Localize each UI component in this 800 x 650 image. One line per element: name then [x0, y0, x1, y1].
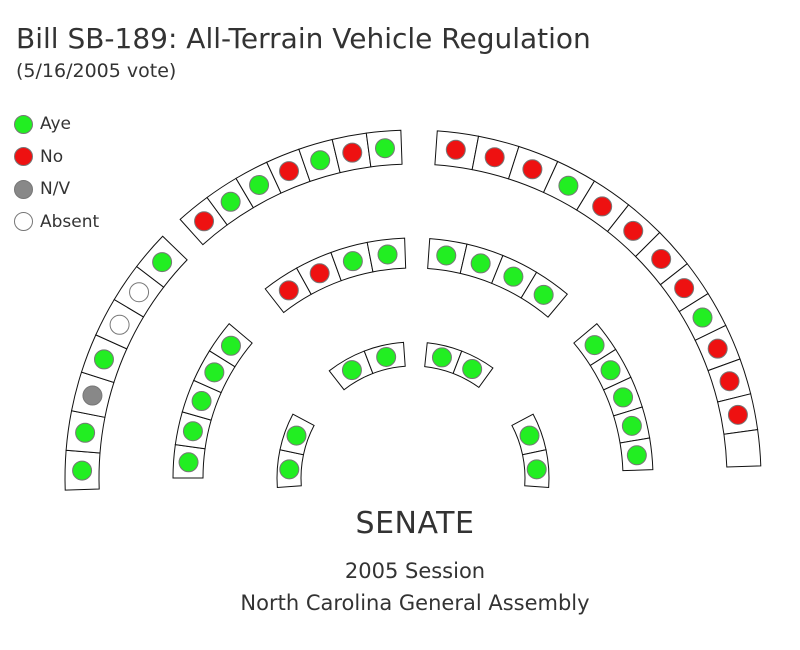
legend-label: Absent — [40, 211, 100, 232]
seat-vote-no — [445, 139, 466, 160]
seat-vote-aye — [584, 335, 605, 356]
seat-vote-no — [719, 371, 740, 392]
seat-vote-no — [623, 220, 644, 241]
seat-vote-aye — [310, 150, 331, 171]
seat-vote-aye — [377, 244, 398, 265]
session-label: 2005 Session — [344, 559, 486, 583]
seat-vote-aye — [436, 245, 457, 266]
seat-vote-aye — [533, 284, 554, 305]
seat-vote-no — [707, 338, 728, 359]
seat-vote-no — [674, 278, 695, 299]
seat-vote-aye — [342, 251, 363, 272]
seat-section-upper-right-inner — [424, 342, 494, 389]
legend-swatch-nv — [14, 179, 33, 199]
seat-vote-no — [522, 159, 543, 180]
assembly-label: North Carolina General Assembly — [240, 591, 590, 615]
legend-label: No — [40, 146, 64, 167]
seat-section-upper-left-middle — [264, 237, 407, 314]
seat-vote-aye — [286, 425, 307, 446]
seat-vote-aye — [75, 422, 96, 443]
seat-vote-aye — [621, 415, 642, 436]
seat-section-upper-left-outer — [179, 129, 403, 246]
chart-subtitle: (5/16/2005 vote) — [16, 60, 177, 82]
seat-vote-aye — [376, 346, 397, 367]
seat-vote-no — [651, 248, 672, 269]
seat-section-upper-right-middle — [427, 238, 568, 318]
seat-section-right-inner — [511, 413, 550, 489]
legend-swatch-aye — [14, 114, 33, 134]
legend-item-no: No — [14, 141, 99, 174]
seat-section-upper-left-inner — [328, 341, 406, 391]
seat-vote-aye — [431, 347, 452, 368]
seat-section-left-middle — [172, 323, 253, 479]
seat-section-upper-right-outer — [434, 130, 688, 286]
legend-label: N/V — [40, 179, 71, 200]
seat-section-left-outer — [64, 235, 188, 491]
legend-swatch-no — [14, 147, 33, 167]
seat-vote-no — [279, 161, 300, 182]
seat-vote-aye — [462, 359, 483, 380]
seat-vote-aye — [341, 360, 362, 381]
seat-vote-no — [342, 142, 363, 163]
seat-section-left-inner — [276, 413, 315, 489]
seat-vote-aye — [249, 174, 270, 195]
seat-vote-aye — [503, 266, 524, 287]
legend-item-absent: Absent — [14, 206, 99, 239]
seat-vote-aye — [600, 360, 621, 381]
seat-vote-aye — [72, 460, 93, 481]
legend-item-aye: Aye — [14, 108, 99, 141]
seat-vote-aye — [692, 307, 713, 328]
seat-vote-absent — [129, 282, 150, 303]
seat-vote-aye — [613, 387, 634, 408]
seat-vote-no — [278, 280, 299, 301]
seat-vote-aye — [470, 253, 491, 274]
chamber-title: SENATE — [355, 506, 475, 541]
legend-label: Aye — [40, 114, 71, 135]
legend-item-nv: N/V — [14, 173, 99, 206]
seat-vote-aye — [152, 252, 173, 273]
seat-vote-aye — [178, 452, 199, 473]
seat-vote-aye — [526, 459, 547, 480]
seat-vote-aye — [220, 191, 241, 212]
seat-vote-aye — [220, 335, 241, 356]
legend-swatch-absent — [14, 212, 33, 232]
seat-section-right-middle — [573, 323, 654, 472]
seat-vote-aye — [204, 362, 225, 383]
seat-section-right-outer — [659, 263, 762, 468]
seat-vote-no — [309, 263, 330, 284]
seat-vote-aye — [93, 349, 114, 370]
seat-vote-no — [727, 404, 748, 425]
seat-vote-aye — [558, 175, 579, 196]
seat-vote-aye — [519, 425, 540, 446]
seat-vote-no — [484, 147, 505, 168]
seat-vote-aye — [374, 138, 395, 159]
seat-vote-aye — [626, 445, 647, 466]
chart-title: Bill SB-189: All-Terrain Vehicle Regulat… — [16, 22, 591, 55]
seat-vote-absent — [109, 314, 130, 335]
seat-vote-aye — [191, 391, 212, 412]
seat-vote-nv — [82, 385, 103, 406]
seat-vote-aye — [182, 421, 203, 442]
seat-vote-no — [592, 196, 613, 217]
seat-vote-aye — [279, 459, 300, 480]
seat-vote-no — [194, 211, 215, 232]
seat-cell — [723, 429, 762, 468]
